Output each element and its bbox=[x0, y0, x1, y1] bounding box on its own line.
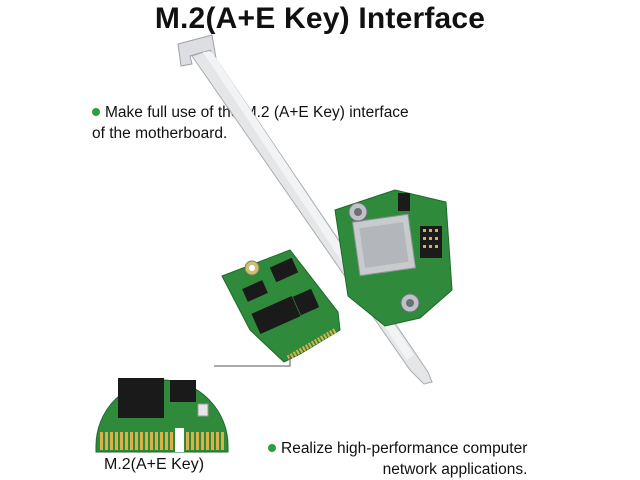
zoom-inset bbox=[95, 378, 229, 453]
callout-line bbox=[214, 356, 291, 367]
bullet-motherboard-interface: Make full use of the M.2 (A+E Key) inter… bbox=[92, 102, 409, 144]
bullet-line: of the motherboard. bbox=[92, 125, 228, 142]
ethernet-port-board bbox=[334, 189, 453, 327]
bullet-network-applications: Realize high-performance computer networ… bbox=[268, 438, 527, 480]
green-bullet-icon bbox=[92, 108, 100, 116]
m2-card bbox=[221, 249, 341, 363]
page-title: M.2(A+E Key) Interface bbox=[154, 2, 486, 35]
bullet-line: Realize high-performance computer bbox=[281, 440, 528, 457]
bullet-line: Make full use of the M.2 (A+E Key) inter… bbox=[105, 104, 409, 121]
green-bullet-icon bbox=[268, 444, 276, 452]
m2-key-caption: M.2(A+E Key) bbox=[104, 456, 205, 473]
bullet-line: network applications. bbox=[382, 461, 528, 478]
